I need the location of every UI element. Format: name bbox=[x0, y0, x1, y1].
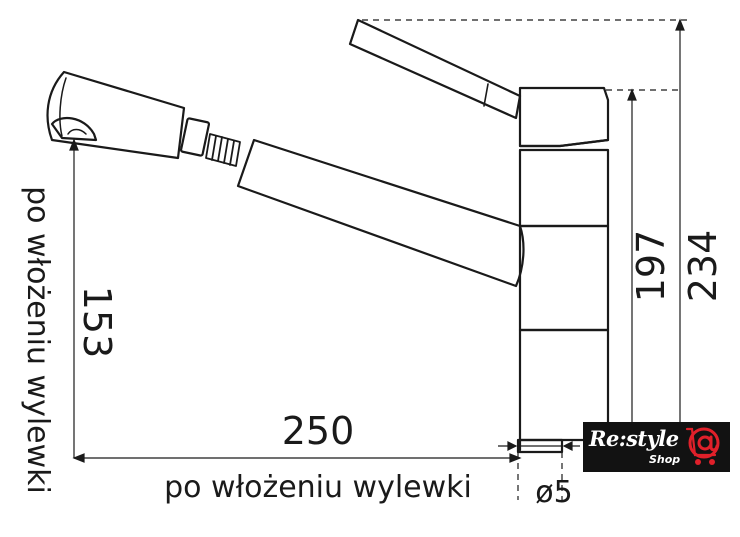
dimension-label-153: 153 bbox=[75, 286, 119, 359]
hose-connector bbox=[205, 133, 241, 167]
spray-head bbox=[46, 70, 211, 160]
dimension-label-197: 197 bbox=[629, 230, 673, 303]
spout-arm bbox=[236, 138, 525, 288]
dimension-note-horizontal: po włożeniu wylewki bbox=[164, 470, 472, 505]
cart-at-icon bbox=[685, 427, 720, 465]
dimension-label-diameter: ø5 bbox=[535, 475, 572, 510]
supply-pipe bbox=[516, 438, 564, 454]
lever-handle bbox=[348, 18, 522, 120]
dimension-note-vertical: po włożeniu wylewki bbox=[20, 186, 55, 494]
faucet-body bbox=[518, 86, 610, 452]
logo-sub-text: Shop bbox=[649, 453, 681, 466]
dimension-label-250: 250 bbox=[282, 409, 355, 453]
logo-brand-text: Re:style bbox=[589, 426, 679, 451]
restyle-shop-logo: Re:style Shop bbox=[583, 422, 730, 472]
dimension-label-234: 234 bbox=[681, 230, 725, 303]
